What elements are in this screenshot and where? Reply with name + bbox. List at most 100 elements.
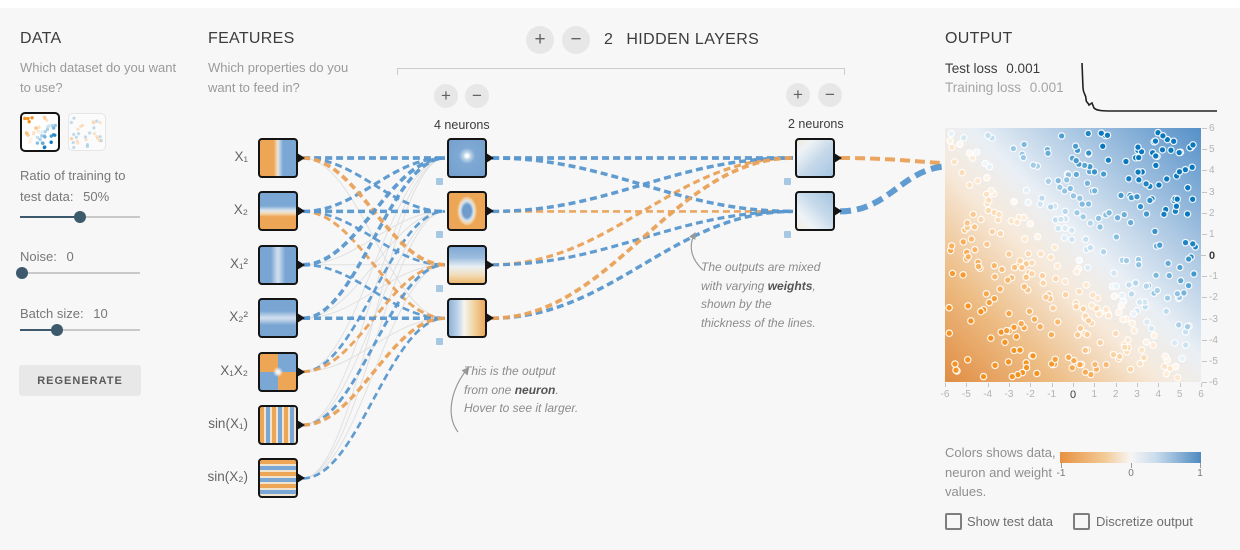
- x-tick-label: 5: [1176, 389, 1183, 400]
- weight-note-bold: weights: [767, 278, 813, 293]
- x-tick-mark: [1158, 383, 1160, 387]
- bias-indicator: [436, 231, 443, 239]
- y-tick-mark: [1202, 297, 1207, 299]
- dataset-thumbnail-multi-gaussian[interactable]: [68, 113, 106, 151]
- bias-indicator: [436, 284, 443, 292]
- x-tick-label: -2: [1025, 389, 1035, 400]
- hidden-layers-title: 2 HIDDEN LAYERS: [604, 31, 759, 49]
- output-heatmap: [945, 128, 1201, 382]
- training-loss-value: 0.001: [1029, 80, 1064, 95]
- add-neuron-layer2-button[interactable]: +: [786, 83, 810, 107]
- x-tick-label: -3: [1004, 389, 1014, 400]
- feature-sin-x1[interactable]: [258, 405, 305, 445]
- output-nub-icon: [486, 259, 494, 270]
- x-tick-mark: [1179, 383, 1181, 387]
- y-tick-mark: [1202, 128, 1207, 129]
- layer1-neuron-2[interactable]: [436, 191, 494, 239]
- train-test-ratio-slider[interactable]: [20, 210, 140, 224]
- training-loss: Training loss 0.001: [945, 80, 1064, 95]
- dataset-thumbnail-plane[interactable]: [20, 112, 60, 152]
- add-neuron-layer1-button[interactable]: +: [434, 84, 458, 108]
- x-tick-mark: [1115, 383, 1117, 387]
- feature-sin-x2[interactable]: [258, 458, 305, 499]
- feature-x2-squared[interactable]: [258, 298, 305, 339]
- weight-note: The outputs are mixed with varying weigh…: [701, 258, 823, 332]
- y-tick-mark: [1202, 382, 1207, 383]
- feature-x1[interactable]: [258, 138, 305, 178]
- x-tick-label: -5: [961, 389, 971, 400]
- ratio-label-line2: test data: 50%: [20, 189, 109, 204]
- x-tick-label: 4: [1155, 389, 1162, 400]
- neuron-note-bold: neuron: [514, 382, 556, 397]
- noise-slider[interactable]: [16, 266, 140, 280]
- checkbox-show-test-data[interactable]: [945, 513, 962, 530]
- layer2-neuron-1[interactable]: [784, 138, 842, 185]
- features-question: Which properties do you want to feed in?: [208, 60, 349, 96]
- hidden-layers-label: HIDDEN LAYERS: [626, 31, 760, 48]
- x-tick-label: -6: [940, 389, 950, 400]
- y-tick-label: -4: [1209, 334, 1218, 346]
- feature-label-x2: X₂: [233, 202, 248, 218]
- x-tick-mark: [966, 383, 968, 387]
- remove-neuron-layer2-button[interactable]: −: [818, 83, 842, 107]
- x-tick-mark: [1137, 383, 1138, 387]
- colorscale-tick-label: 0: [1128, 468, 1134, 479]
- y-tick-label: 5: [1209, 144, 1215, 156]
- checkbox-label-show-test-data[interactable]: Show test data: [967, 514, 1053, 529]
- slider-track[interactable]: [20, 329, 140, 331]
- colorscale-tick-mark: [1200, 463, 1201, 468]
- data-panel-title: DATA: [20, 30, 62, 47]
- layer2-neuron-2[interactable]: [784, 191, 842, 239]
- neuron-note-post: . Hover to see it larger.: [464, 382, 579, 416]
- colorscale-bar: [1060, 452, 1201, 463]
- checkbox-discretize-output[interactable]: [1073, 513, 1090, 530]
- feature-label-x1-squared: X₁²: [229, 255, 248, 271]
- x-tick-label: 6: [1198, 389, 1204, 400]
- feature-x2[interactable]: [258, 191, 305, 232]
- neuron-note-arrow: [450, 367, 469, 433]
- hidden-layers-count: 2: [604, 31, 614, 48]
- feature-label-x2-squared: X₂²: [229, 309, 248, 325]
- noise-value: 0: [66, 249, 74, 264]
- neuron-note-pre: This is the output from one: [464, 364, 556, 397]
- slider-thumb[interactable]: [16, 267, 29, 279]
- remove-neuron-layer1-button[interactable]: −: [465, 84, 489, 108]
- x-tick-mark: [1201, 383, 1202, 387]
- ratio-value: 50%: [83, 189, 110, 204]
- y-tick-label: 4: [1209, 165, 1215, 177]
- x-tick-mark: [945, 383, 946, 387]
- output-panel-title: OUTPUT: [945, 30, 1013, 47]
- add-layer-button[interactable]: +: [526, 26, 554, 54]
- x-tick-mark: [1051, 383, 1053, 387]
- output-nub-icon: [297, 420, 305, 430]
- layer1-neuron-1[interactable]: [436, 138, 494, 185]
- batch-size-label: Batch size: 10: [20, 306, 108, 321]
- output-nub-icon: [834, 206, 842, 217]
- x-tick-label: -4: [983, 389, 993, 400]
- features-panel-title: FEATURES: [208, 30, 295, 47]
- checkbox-label-discretize-output[interactable]: Discretize output: [1096, 514, 1193, 529]
- layer1-neuron-count: 4 neurons: [434, 118, 490, 132]
- slider-track[interactable]: [20, 272, 140, 274]
- regenerate-button[interactable]: REGENERATE: [19, 365, 141, 396]
- batch-size-slider[interactable]: [20, 323, 140, 337]
- output-nub-icon: [297, 153, 305, 163]
- y-tick-label: 0: [1209, 250, 1216, 262]
- multi-gaussian-dataset-preview: [69, 116, 103, 150]
- layer1-neuron-4[interactable]: [436, 298, 494, 346]
- slider-thumb[interactable]: [74, 211, 86, 223]
- y-tick-label: -2: [1209, 292, 1218, 304]
- feature-x1-squared[interactable]: [258, 244, 305, 285]
- layer1-neuron-3[interactable]: [436, 244, 494, 292]
- weight-note-arrow: [688, 231, 704, 271]
- test-loss-value: 0.001: [1006, 61, 1041, 76]
- output-nub-icon: [297, 366, 305, 377]
- feature-x1x2[interactable]: [258, 351, 305, 392]
- bias-indicator: [436, 338, 443, 346]
- colorscale-tick-mark: [1061, 463, 1062, 468]
- slider-thumb[interactable]: [51, 324, 64, 336]
- ratio-label-line1: Ratio of training to: [20, 168, 126, 183]
- remove-layer-button[interactable]: −: [562, 26, 590, 54]
- y-tick-mark: [1202, 170, 1207, 172]
